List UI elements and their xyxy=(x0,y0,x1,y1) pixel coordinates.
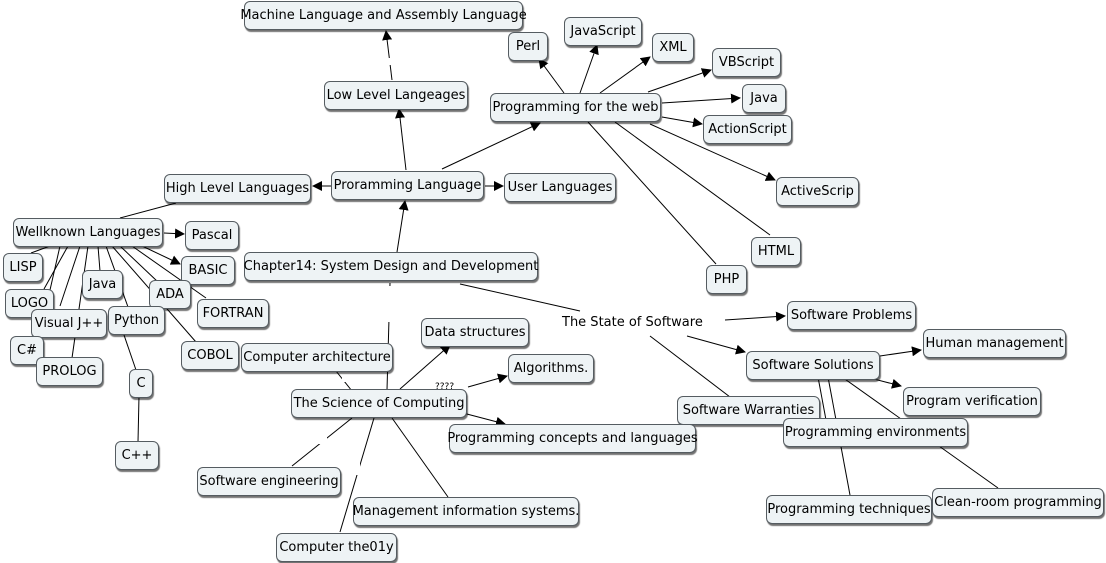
connector-web-to-html xyxy=(614,121,771,236)
link-root-to-programming-language xyxy=(396,200,409,253)
node-programming-language[interactable]: Proramming Language xyxy=(331,171,484,200)
link-state-to-software-solutions xyxy=(686,335,746,355)
node-visual-j[interactable]: Visual J++ xyxy=(31,309,107,338)
connector-wellknown-to-visual-j xyxy=(59,245,81,307)
link-low-level-to-machine-language xyxy=(382,30,393,81)
node-software-problems[interactable]: Software Problems xyxy=(787,301,916,330)
connector-state-to-warranties xyxy=(649,335,731,398)
node-clean-room-programming[interactable]: Clean-room programming xyxy=(932,488,1104,517)
node-fortran[interactable]: FORTRAN xyxy=(197,299,269,328)
link-solutions-to-human-management xyxy=(879,346,922,357)
node-prolog[interactable]: PROLOG xyxy=(36,357,103,386)
connector-high-level-to-wellknown xyxy=(119,202,177,219)
node-perl[interactable]: Perl xyxy=(508,32,548,61)
link-web-to-activescrip xyxy=(649,123,776,181)
connector-web-to-php xyxy=(587,121,717,265)
link-web-to-vbscript xyxy=(647,68,712,93)
node-low-level-languages[interactable]: Low Level Langeages xyxy=(324,81,468,110)
link-science-to-prog-concepts xyxy=(462,412,506,427)
node-machine-language[interactable]: Machine Language and Assembly Language xyxy=(240,1,527,30)
node-pascal[interactable]: Pascal xyxy=(185,221,239,250)
node-computer-theory[interactable]: Computer the01y xyxy=(276,533,397,562)
node-software-engineering[interactable]: Software engineering xyxy=(197,467,341,496)
node-data-structures[interactable]: Data structures xyxy=(421,318,529,347)
node-csharp[interactable]: C# xyxy=(10,336,44,365)
text-state-of-software[interactable]: The State of Software xyxy=(562,315,703,330)
node-lisp[interactable]: LISP xyxy=(3,253,43,282)
connector-wellknown-to-lisp xyxy=(30,245,51,254)
link-programming-language-to-web xyxy=(441,122,541,170)
link-state-to-software-problems xyxy=(724,311,786,322)
node-software-solutions[interactable]: Software Solutions xyxy=(746,351,880,380)
node-algorithms[interactable]: Algorithms. xyxy=(508,354,594,383)
connector-wellknown-to-java xyxy=(97,245,101,272)
node-wellknown-languages[interactable]: Wellknown Languages xyxy=(13,218,163,247)
link-wellknown-to-pascal xyxy=(163,228,185,239)
connector-solutions-to-environments xyxy=(817,376,827,421)
node-java[interactable]: Java xyxy=(82,270,123,299)
node-javascript[interactable]: JavaScript xyxy=(564,17,642,46)
node-xml[interactable]: XML xyxy=(652,33,694,62)
node-cobol[interactable]: COBOL xyxy=(181,341,239,370)
node-c[interactable]: C xyxy=(129,369,153,398)
connector-root-to-state xyxy=(459,283,581,312)
node-science-of-computing[interactable]: The Science of Computing xyxy=(291,389,467,418)
node-actionscript[interactable]: ActionScript xyxy=(703,115,792,144)
node-user-languages[interactable]: User Languages xyxy=(504,173,616,202)
node-chapter14-root[interactable]: Chapter14: System Design and Development xyxy=(244,252,538,281)
node-activescrip[interactable]: ActiveScrip xyxy=(776,177,859,206)
node-html[interactable]: HTML xyxy=(751,237,801,266)
connector-wellknown-to-prolog xyxy=(71,245,89,359)
node-basic[interactable]: BASIC xyxy=(181,256,235,285)
node-programming-concepts[interactable]: Programming concepts and languages xyxy=(447,424,698,453)
node-computer-architecture[interactable]: Computer architecture xyxy=(241,343,393,372)
node-cpp[interactable]: C++ xyxy=(115,441,159,470)
link-web-to-java xyxy=(661,93,741,104)
link-programming-language-to-low-level xyxy=(395,108,407,171)
node-high-level-languages[interactable]: High Level Languages xyxy=(164,174,311,203)
link-web-to-javascript xyxy=(579,44,599,94)
link-science-to-data-structures xyxy=(399,344,451,390)
connector-python-to-c xyxy=(123,334,137,371)
link-web-to-perl xyxy=(538,58,565,94)
node-programming-environments[interactable]: Programming environments xyxy=(783,418,968,447)
connector-wellknown-to-ada xyxy=(119,245,159,283)
node-python[interactable]: Python xyxy=(108,306,165,335)
node-management-information-systems[interactable]: Management information systems. xyxy=(353,497,579,526)
node-php[interactable]: PHP xyxy=(706,265,747,294)
link-web-to-actionscript xyxy=(661,116,703,128)
node-human-management[interactable]: Human management xyxy=(923,329,1066,358)
connector-wellknown-to-logo xyxy=(43,245,69,290)
node-java-web[interactable]: Java xyxy=(742,84,786,113)
link-wellknown-to-basic xyxy=(139,244,181,265)
node-vbscript[interactable]: VBScript xyxy=(712,48,781,77)
node-programming-for-web[interactable]: Programming for the web xyxy=(490,93,661,122)
node-ada[interactable]: ADA xyxy=(149,280,191,309)
connector-science-to-mis xyxy=(391,417,449,498)
link-label-question-marks: ???? xyxy=(435,382,455,392)
node-programming-techniques[interactable]: Programming techniques xyxy=(766,495,932,524)
connector-c-to-cpp xyxy=(137,395,140,443)
node-program-verification[interactable]: Program verification xyxy=(903,387,1041,416)
link-science-to-algorithms xyxy=(467,373,508,388)
link-web-to-xml xyxy=(599,56,651,94)
connector-wellknown-to-fortran xyxy=(131,245,207,299)
